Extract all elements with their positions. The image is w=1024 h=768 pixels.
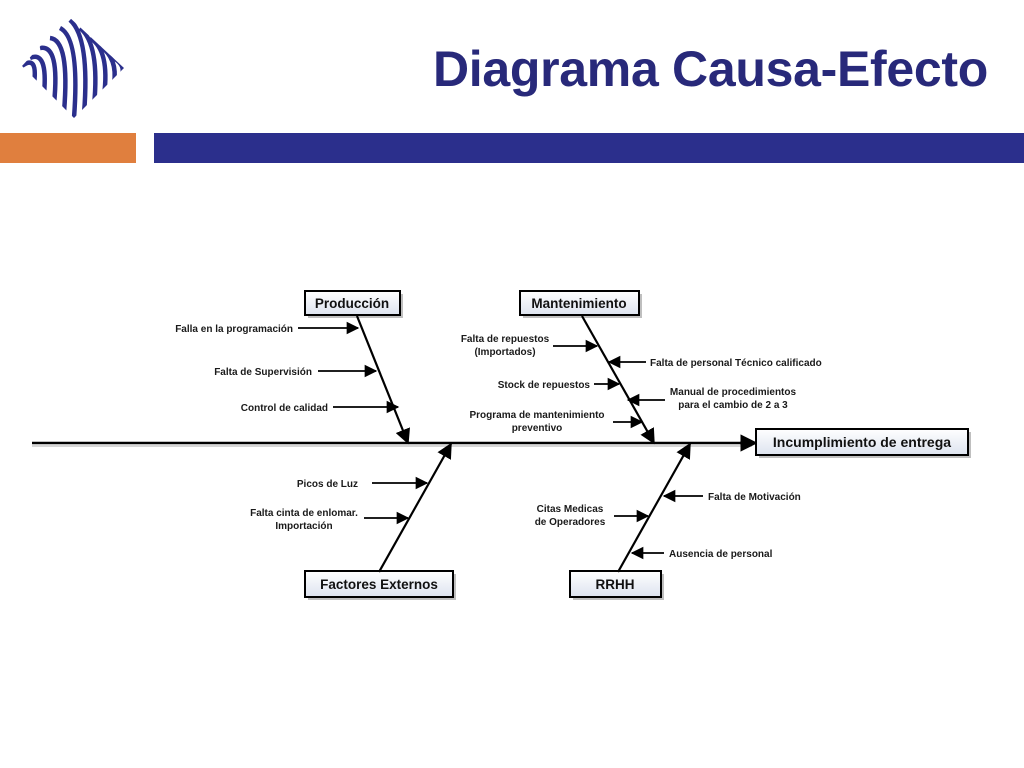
- company-logo-icon: [22, 18, 124, 118]
- category-box-factores-externos: Factores Externos: [304, 570, 456, 600]
- cause-personal-tecnico: Falta de personal Técnico calificado: [650, 358, 822, 369]
- cause-stock-repuestos: Stock de repuestos: [498, 380, 591, 391]
- category-label-factores-externos: Factores Externos: [320, 577, 438, 592]
- bone-mantenimiento: [581, 315, 655, 445]
- cause-falta-motivacion: Falta de Motivación: [708, 492, 801, 503]
- category-box-produccion: Producción: [304, 290, 403, 318]
- category-box-rrhh: RRHH: [569, 570, 664, 600]
- orange-accent-bar: [0, 133, 136, 163]
- effect-box: Incumplimiento de entrega: [755, 428, 971, 458]
- cause-ausencia-personal: Ausencia de personal: [669, 549, 773, 560]
- cause-cambio-2-a-3: para el cambio de 2 a 3: [678, 400, 788, 411]
- bone-produccion: [355, 315, 410, 445]
- cause-de-operadores: de Operadores: [535, 517, 606, 528]
- cause-control-calidad: Control de calidad: [241, 403, 328, 414]
- cause-picos-luz: Picos de Luz: [297, 479, 358, 490]
- effect-label: Incumplimiento de entrega: [773, 434, 951, 450]
- blue-header-bar: [154, 133, 1024, 163]
- bone-factores-externos: [378, 442, 452, 573]
- slide-title: Diagrama Causa-Efecto: [432, 41, 988, 97]
- category-label-rrhh: RRHH: [596, 577, 635, 592]
- category-label-mantenimiento: Mantenimiento: [531, 296, 626, 311]
- cause-importados: (Importados): [474, 347, 535, 358]
- cause-falta-cinta: Falta cinta de enlomar.: [250, 508, 358, 519]
- cause-citas-medicas: Citas Medicas: [537, 504, 604, 515]
- cause-falla-programacion: Falla en la programación: [175, 324, 293, 335]
- cause-importacion: Importación: [275, 521, 332, 532]
- cause-programa-mantenimiento: Programa de mantenimiento: [469, 410, 604, 421]
- cause-preventivo: preventivo: [512, 423, 563, 434]
- category-label-produccion: Producción: [315, 296, 389, 311]
- bone-rrhh: [617, 442, 691, 573]
- cause-manual-procedimientos: Manual de procedimientos: [670, 387, 797, 398]
- cause-falta-supervision: Falta de Supervisión: [214, 367, 312, 378]
- category-box-mantenimiento: Mantenimiento: [519, 290, 642, 318]
- cause-falta-repuestos: Falta de repuestos: [461, 334, 550, 345]
